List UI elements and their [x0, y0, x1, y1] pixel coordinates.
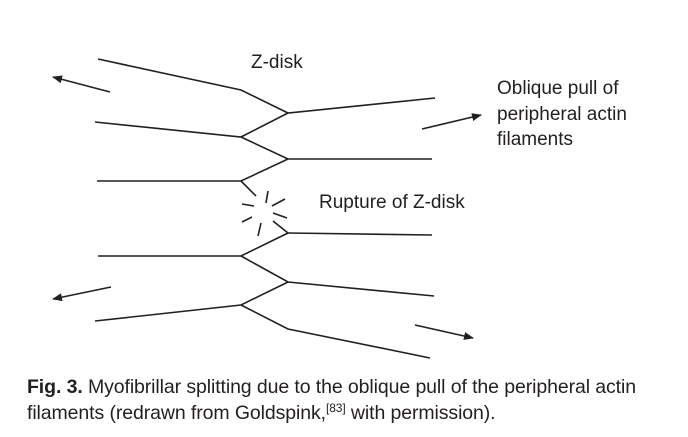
figure-number: Fig. 3. [27, 376, 83, 398]
reference-citation[interactable]: [83] [325, 401, 346, 415]
filament-6b [240, 304, 431, 359]
filament-1 [97, 58, 436, 114]
rupture-label: Rupture of Z-disk [319, 192, 465, 213]
rupture-burst-icon [240, 180, 289, 237]
oblique-pull-line-2: peripheral actin [497, 103, 627, 125]
filament-6 [94, 281, 289, 322]
arrow-lower-left-icon [52, 286, 112, 302]
arrow-upper-right-icon [421, 113, 482, 130]
oblique-pull-line-3: filaments [497, 129, 574, 150]
filament-2b [240, 136, 432, 160]
figure-caption: Fig. 3. Myofibrillar splitting due to th… [27, 374, 688, 426]
filament-5 [98, 232, 289, 257]
arrow-upper-left-icon [52, 75, 111, 93]
filament-4 [287, 232, 433, 236]
oblique-pull-line-1: Oblique pull of [497, 78, 619, 99]
filament-2 [94, 112, 289, 138]
caption-text-end: with permission). [345, 402, 496, 424]
arrow-lower-right-icon [414, 324, 474, 340]
oblique-pull-label: Oblique pull of peripheral actin filamen… [497, 76, 627, 153]
caption-text: Myofibrillar splitting due to the obliqu… [27, 376, 636, 424]
filament-3 [97, 158, 289, 182]
z-disk-label: Z-disk [251, 52, 303, 73]
